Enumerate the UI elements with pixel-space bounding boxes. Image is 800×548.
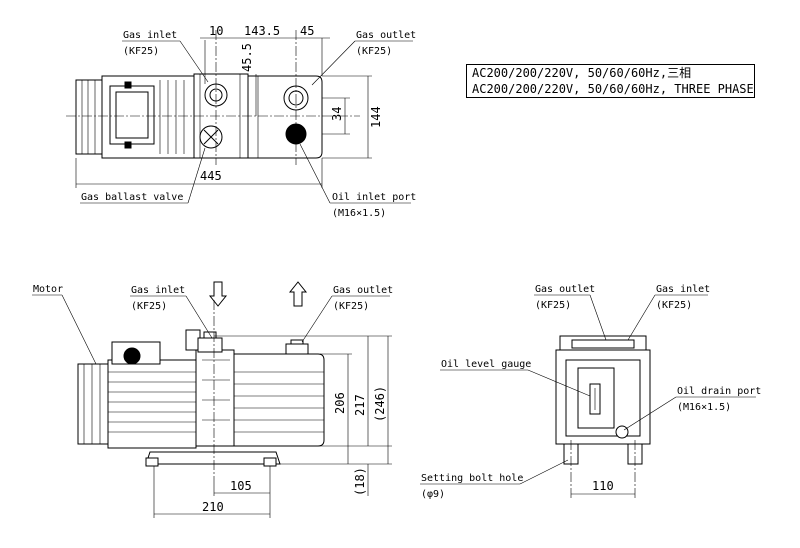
dim-34: 34 — [330, 107, 344, 121]
end-gas-outlet-kf: (KF25) — [535, 300, 571, 311]
oil-inlet-port-label: Oil inlet port — [332, 192, 416, 203]
side-motor-fan-cover — [77, 363, 109, 445]
dim-246: (246) — [373, 386, 387, 422]
setting-bolt-dia: (φ9) — [421, 489, 445, 500]
end-gas-inlet-label: Gas inlet — [656, 284, 710, 295]
dim-45-5: 45.5 — [240, 43, 254, 72]
side-motor-body — [107, 359, 197, 449]
end-gas-inlet-kf: (KF25) — [656, 300, 692, 311]
top-gas-outlet-kf: (KF25) — [356, 46, 392, 57]
dim-45: 45 — [300, 24, 314, 38]
side-view: 206 217 (246) (18) 105 210 Motor Gas inl… — [32, 281, 393, 518]
side-pump-block — [195, 349, 235, 447]
top-gas-outlet-label: Gas outlet — [356, 30, 416, 41]
end-oil-drain-port — [615, 425, 629, 439]
side-gas-inlet-kf: (KF25) — [131, 301, 167, 312]
side-gas-inlet-label: Gas inlet — [131, 285, 185, 296]
dim-206: 206 — [333, 392, 347, 414]
top-oil-case — [247, 75, 323, 159]
end-view: 110 Gas outlet (KF25) Gas inlet (KF25) O… — [420, 284, 761, 500]
inlet-flow-arrow — [208, 281, 228, 307]
top-gas-inlet-kf: (KF25) — [123, 46, 159, 57]
oil-drain-thread: (M16×1.5) — [677, 402, 731, 413]
side-gas-outlet-label: Gas outlet — [333, 285, 393, 296]
dim-110: 110 — [592, 479, 614, 493]
oil-level-gauge-label: Oil level gauge — [441, 359, 531, 370]
gas-ballast-valve-label: Gas ballast valve — [81, 192, 183, 203]
side-cable-gland — [123, 347, 141, 365]
dim-144: 144 — [369, 106, 383, 128]
dim-210: 210 — [202, 500, 224, 514]
dim-105: 105 — [230, 479, 252, 493]
dim-217: 217 — [353, 394, 367, 416]
end-gas-outlet-label: Gas outlet — [535, 284, 595, 295]
setting-bolt-hole-label: Setting bolt hole — [421, 473, 523, 484]
oil-drain-port-label: Oil drain port — [677, 386, 761, 397]
top-view: 10 143.5 45 45.5 34 144 445 Gas inlet (K… — [66, 24, 416, 219]
top-motor-fan-cover — [75, 79, 103, 155]
top-gas-inlet-label: Gas inlet — [123, 30, 177, 41]
dim-18: (18) — [353, 467, 367, 496]
side-gas-inlet-flange — [197, 337, 223, 353]
spec-line-1: AC200/200/220V, 50/60/60Hz,三相 — [472, 66, 692, 80]
side-gas-outlet-flange — [285, 343, 309, 355]
spec-box: AC200/200/220V, 50/60/60Hz,三相 AC200/200/… — [466, 64, 755, 98]
spec-line-2: AC200/200/220V, 50/60/60Hz, THREE PHASE — [472, 82, 754, 96]
dim-10: 10 — [209, 24, 223, 38]
oil-inlet-thread: (M16×1.5) — [332, 208, 386, 219]
outlet-flow-arrow — [288, 281, 308, 307]
side-base — [145, 451, 281, 465]
side-gas-outlet-kf: (KF25) — [333, 301, 369, 312]
motor-label: Motor — [33, 284, 63, 295]
dim-143-5: 143.5 — [244, 24, 280, 38]
dim-445: 445 — [200, 169, 222, 183]
